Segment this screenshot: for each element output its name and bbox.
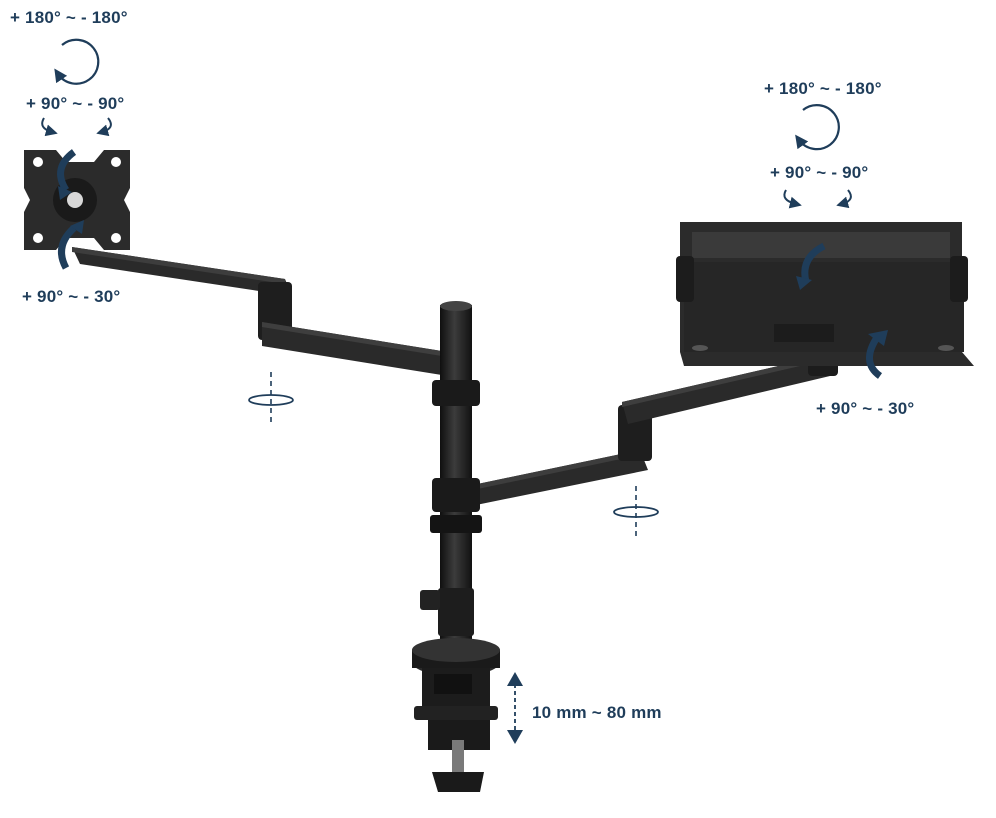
middle-collar — [432, 478, 480, 512]
left-rotation-label: + 180° ~ - 180° — [10, 8, 128, 27]
right-tilt-label: + 90° ~ - 30° — [816, 399, 915, 418]
right-rotation-label: + 180° ~ - 180° — [764, 79, 882, 98]
vesa-plate — [24, 150, 130, 250]
left-arm — [72, 247, 448, 376]
clamp-range-arrow-icon — [507, 672, 523, 744]
right-swivel-arrows-icon — [783, 189, 852, 209]
clamp-range-label: 10 mm ~ 80 mm — [532, 703, 662, 722]
height-lock — [438, 588, 474, 636]
right-pivot-icon — [613, 486, 659, 538]
left-rotation-circle-icon — [54, 38, 100, 85]
left-pivot-icon — [248, 372, 294, 424]
left-swivel-arrows-icon — [41, 117, 112, 137]
left-swivel-label: + 90° ~ - 90° — [26, 94, 125, 113]
tray-tilt-arrow-icon — [866, 330, 888, 379]
desk-clamp — [412, 638, 500, 792]
laptop-tray — [676, 222, 974, 366]
clamp-handle — [432, 772, 484, 792]
right-swivel-label: + 90° ~ - 90° — [770, 163, 869, 182]
right-rotation-circle-icon — [795, 104, 840, 151]
left-plate-rotate-arrow-icon — [57, 149, 84, 270]
left-tilt-label: + 90° ~ - 30° — [22, 287, 121, 306]
clamp-screw — [452, 740, 464, 774]
upper-collar — [432, 380, 480, 406]
central-pole — [420, 301, 482, 650]
lock-knob — [420, 590, 440, 610]
tray-rotate-arrow-icon — [796, 242, 826, 290]
